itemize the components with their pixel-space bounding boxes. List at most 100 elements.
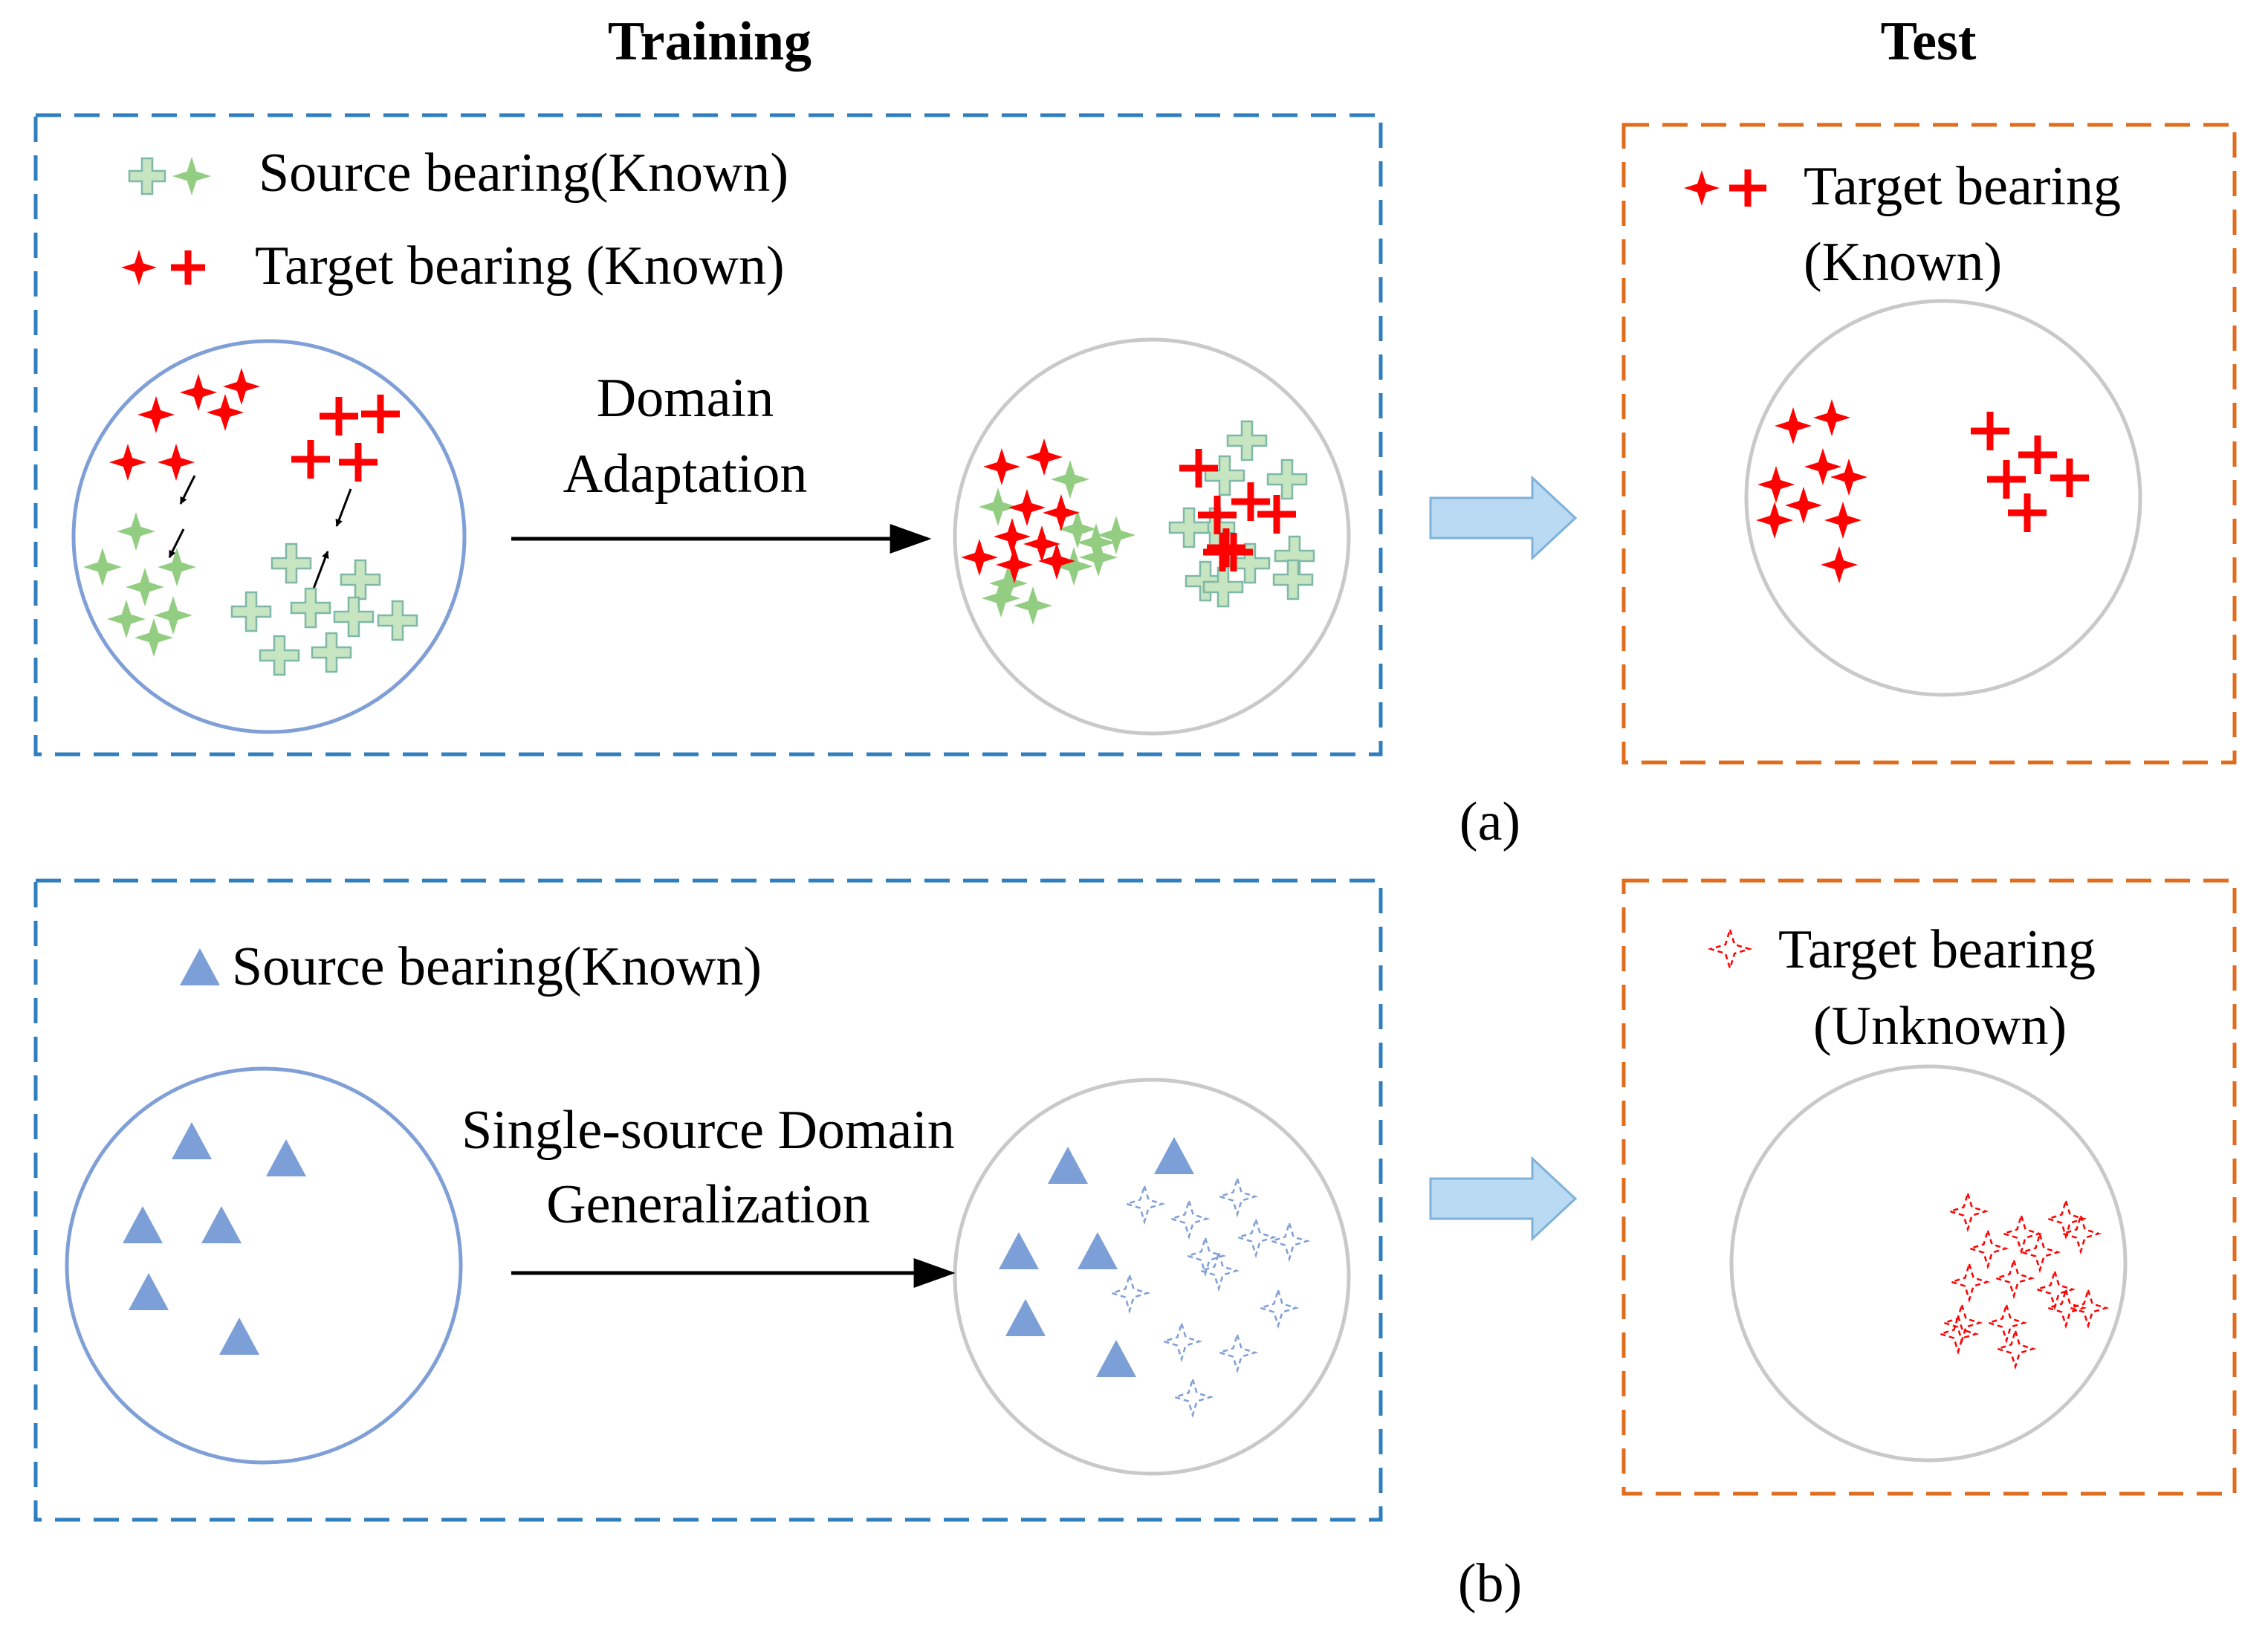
test-label-b-line2: (Unknown) bbox=[1813, 996, 2067, 1057]
outlined-star-marker bbox=[1992, 1257, 2035, 1300]
blue-triangle-marker bbox=[1096, 1340, 1136, 1377]
arrow-label-a-line1: Domain bbox=[597, 368, 774, 429]
alignment-arrow-1 bbox=[179, 475, 196, 505]
panel-a-markers bbox=[83, 368, 2089, 676]
test-label-b-line1: Target bearing bbox=[1778, 919, 2096, 980]
green-star-marker bbox=[172, 157, 211, 195]
outlined-star-marker bbox=[2044, 1286, 2087, 1329]
red-cross-icon bbox=[171, 250, 205, 285]
panel-a: Source bearing(Known) Target bearing (Kn… bbox=[33, 113, 2237, 852]
green-cross-marker bbox=[230, 591, 272, 632]
test-box-a bbox=[1621, 123, 2237, 765]
outlined-star-marker bbox=[2000, 1212, 2043, 1255]
test-label-a-line2: (Known) bbox=[1804, 232, 2002, 293]
outlined-star-marker bbox=[1994, 1327, 2037, 1370]
test-legend-a: Target bearing (Known) bbox=[1684, 156, 2121, 293]
red-star-marker bbox=[1684, 170, 1720, 206]
red-star-marker bbox=[121, 250, 157, 285]
source-domain-circle-a bbox=[71, 339, 467, 734]
legend-source-label-a: Source bearing(Known) bbox=[259, 143, 788, 204]
blue-triangle-marker bbox=[1048, 1147, 1088, 1184]
test-domain-circle-b bbox=[1729, 1064, 2128, 1463]
red-star-marker bbox=[1008, 489, 1046, 526]
block-arrow-b bbox=[1429, 1156, 1578, 1242]
outlined-star-marker bbox=[2044, 1197, 2087, 1240]
legend-target-a: Target bearing (Known) bbox=[121, 236, 785, 297]
arrow-label-b-line1: Single-source Domain bbox=[461, 1100, 955, 1161]
outlined-star-marker bbox=[1707, 926, 1753, 972]
red-cross-icon bbox=[1729, 169, 1766, 207]
arrow-label-a-line2: Adaptation bbox=[563, 444, 808, 505]
green-cross-marker bbox=[1204, 455, 1245, 496]
blue-triangle-marker bbox=[129, 1273, 169, 1310]
red-star-marker bbox=[1775, 407, 1812, 444]
outlined-star-marker bbox=[1160, 1320, 1203, 1363]
outlined-star-marker bbox=[1966, 1227, 2009, 1270]
blue-triangle-marker bbox=[123, 1206, 163, 1243]
panel-b: Source bearing(Known) Single-source Doma… bbox=[33, 878, 2237, 1614]
green-star-marker bbox=[126, 568, 164, 606]
outlined-star-marker bbox=[1234, 1216, 1277, 1259]
outlined-star-marker bbox=[1108, 1272, 1151, 1315]
outlined-star-marker bbox=[1937, 1312, 1980, 1355]
block-arrow-a bbox=[1429, 475, 1578, 561]
arrow-label-b-line2: Generalization bbox=[546, 1174, 870, 1235]
green-star-marker bbox=[1077, 523, 1115, 562]
alignment-arrow-3 bbox=[335, 488, 352, 527]
green-star-marker bbox=[982, 579, 1020, 618]
green-star-marker bbox=[1079, 538, 1118, 577]
test-label-a-line1: Target bearing bbox=[1804, 156, 2121, 217]
red-star-marker bbox=[180, 374, 217, 411]
green-cross-marker bbox=[333, 596, 375, 638]
green-star-marker bbox=[1051, 460, 1089, 499]
green-cross-marker bbox=[270, 542, 312, 584]
test-legend-b: Target bearing (Unknown) bbox=[1707, 919, 2096, 1057]
red-star-marker bbox=[1023, 525, 1060, 563]
red-star-marker bbox=[1804, 448, 1841, 485]
blue-triangle-marker bbox=[219, 1318, 259, 1355]
legend-source-label-b: Source bearing(Known) bbox=[232, 936, 762, 997]
outlined-star-marker bbox=[1216, 1331, 1259, 1374]
green-cross-marker bbox=[1272, 559, 1314, 600]
green-cross-marker bbox=[1226, 420, 1268, 461]
green-cross-marker bbox=[340, 559, 381, 600]
green-star-marker bbox=[117, 512, 155, 551]
red-star-marker bbox=[1043, 494, 1080, 531]
training-box-a bbox=[33, 113, 1383, 757]
blue-triangle-marker bbox=[1078, 1232, 1118, 1269]
generalized-domain-circle-b bbox=[953, 1078, 1351, 1476]
outlined-star-marker bbox=[2067, 1286, 2110, 1329]
green-cross-marker bbox=[128, 157, 166, 195]
outlined-star-marker bbox=[1123, 1182, 1166, 1225]
green-cross-marker bbox=[1168, 507, 1210, 548]
test-box-b bbox=[1621, 878, 2237, 1496]
green-star-marker bbox=[1097, 516, 1135, 554]
red-star-marker bbox=[109, 444, 146, 481]
outlined-star-marker bbox=[2018, 1231, 2061, 1274]
green-star-marker bbox=[1054, 547, 1093, 586]
outlined-star-marker bbox=[1171, 1376, 1214, 1419]
alignment-arrow-4 bbox=[312, 551, 329, 589]
green-cross-marker bbox=[311, 632, 352, 673]
green-star-marker bbox=[989, 564, 1028, 603]
green-star-marker bbox=[107, 600, 146, 638]
red-star-marker bbox=[137, 396, 175, 433]
green-cross-icon bbox=[128, 157, 166, 195]
outlined-star-marker bbox=[2059, 1212, 2102, 1255]
outlined-star-marker bbox=[1948, 1260, 1991, 1303]
red-star-marker bbox=[1038, 542, 1075, 580]
red-star-marker bbox=[1756, 502, 1793, 539]
legend-source-b: Source bearing(Known) bbox=[180, 936, 762, 997]
blue-triangle-marker bbox=[180, 948, 220, 985]
training-box-b bbox=[33, 878, 1383, 1522]
blue-triangle-marker bbox=[172, 1122, 212, 1159]
blue-triangle-marker bbox=[201, 1206, 242, 1243]
red-star-marker bbox=[223, 368, 260, 405]
outlined-star-marker bbox=[1167, 1197, 1211, 1240]
outlined-star-marker bbox=[1268, 1220, 1311, 1263]
outlined-star-marker bbox=[1184, 1234, 1227, 1277]
red-star-marker bbox=[1824, 502, 1862, 539]
red-star-marker bbox=[1757, 466, 1795, 503]
test-domain-circle-a bbox=[1744, 299, 2142, 697]
